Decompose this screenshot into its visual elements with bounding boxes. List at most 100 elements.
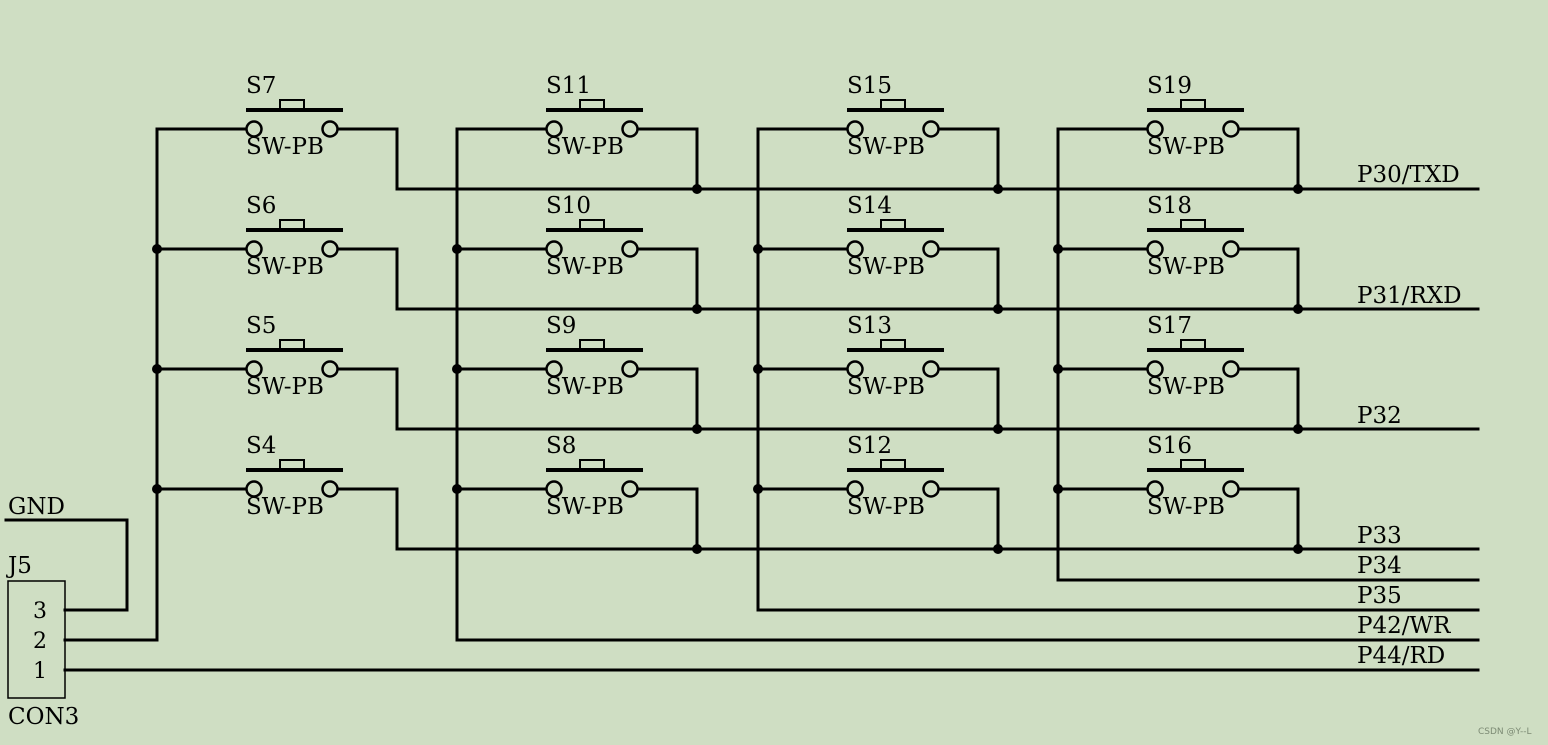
- connector-j5: J5 CON3 GND 3 2 1: [6, 494, 79, 730]
- switch-lead-right: [336, 487, 399, 551]
- connector-part: CON3: [8, 704, 79, 730]
- switch-lead-right: [937, 127, 1000, 191]
- switch-ref: S19: [1147, 73, 1192, 99]
- switch-pad: [1222, 360, 1240, 378]
- column-bus-1: [63, 127, 159, 642]
- junction-dot: [993, 544, 1003, 554]
- switch-part: SW-PB: [1147, 254, 1225, 280]
- switch-lead-right: [937, 367, 1000, 431]
- column-bus-4: [1056, 127, 1480, 582]
- junction-dot: [753, 364, 763, 374]
- switch-pad: [321, 120, 339, 138]
- net-label-col-2: P35: [1357, 583, 1402, 609]
- switch-pad: [1222, 240, 1240, 258]
- switch-cap: [579, 459, 605, 471]
- switch-part: SW-PB: [1147, 134, 1225, 160]
- switch-part: SW-PB: [847, 134, 925, 160]
- connector-body: [7, 580, 66, 699]
- switch-ref: S9: [546, 313, 576, 339]
- switch-pad: [846, 360, 864, 378]
- switch-pad: [1146, 480, 1164, 498]
- switch-part: SW-PB: [246, 134, 324, 160]
- switch-ref: S18: [1147, 193, 1192, 219]
- switch-part: SW-PB: [847, 494, 925, 520]
- switch-part: SW-PB: [546, 494, 624, 520]
- switch-pad: [846, 480, 864, 498]
- switch-pad: [1146, 120, 1164, 138]
- switch-pad: [245, 120, 263, 138]
- switch-cap: [579, 339, 605, 351]
- wires: [4, 127, 1480, 672]
- switch-array: S7SW-PBS6SW-PBS5SW-PBS4SW-PBS11SW-PBS10S…: [245, 73, 1244, 520]
- switch-cap: [880, 219, 906, 231]
- junction-dot: [1293, 184, 1303, 194]
- switch-pad: [1146, 240, 1164, 258]
- switch-lead-right: [937, 487, 1000, 551]
- switch-pad: [245, 480, 263, 498]
- switch-pad: [621, 360, 639, 378]
- switch-cap: [880, 339, 906, 351]
- junction-dot: [753, 484, 763, 494]
- switch-cap: [880, 459, 906, 471]
- switch-part: SW-PB: [546, 254, 624, 280]
- pin-1-label: 1: [33, 659, 47, 684]
- switch-pad: [321, 360, 339, 378]
- switch-lead-right: [937, 247, 1000, 311]
- junction-dot: [452, 244, 462, 254]
- switch-lead-right: [1237, 247, 1300, 311]
- net-label-row-4: P33: [1357, 523, 1402, 549]
- junction-dot: [1293, 544, 1303, 554]
- switch-lead-right: [336, 127, 399, 191]
- switch-pad: [245, 360, 263, 378]
- switch-pad: [545, 480, 563, 498]
- net-labels: P30/TXD P31/RXD P32 P33 P34 P35 P42/WR P…: [1357, 162, 1462, 669]
- switch-part: SW-PB: [546, 134, 624, 160]
- junction-dot: [152, 484, 162, 494]
- net-label-row-3: P32: [1357, 403, 1402, 429]
- switch-part: SW-PB: [847, 374, 925, 400]
- switch-lead-right: [1237, 127, 1300, 191]
- switch-pad: [1222, 480, 1240, 498]
- switch-cap: [1180, 459, 1206, 471]
- switch-ref: S13: [847, 313, 892, 339]
- connector-ref: J5: [6, 553, 32, 579]
- junction-dot: [753, 244, 763, 254]
- junction-dot: [692, 544, 702, 554]
- switch-part: SW-PB: [847, 254, 925, 280]
- gnd-wire: [4, 518, 129, 612]
- switch-pad: [621, 120, 639, 138]
- junction-dot: [1053, 364, 1063, 374]
- switch-ref: S5: [246, 313, 276, 339]
- watermark: CSDN @Y--L: [1478, 727, 1531, 737]
- switch-pad: [545, 120, 563, 138]
- switch-pad: [922, 120, 940, 138]
- column-bus-2: [455, 127, 1480, 642]
- switch-pad: [545, 240, 563, 258]
- switch-cap: [1180, 99, 1206, 111]
- junction-dot: [993, 184, 1003, 194]
- switch-pad: [321, 240, 339, 258]
- switch-cap: [279, 339, 305, 351]
- pin-3-label: 3: [33, 599, 47, 624]
- switch-part: SW-PB: [246, 494, 324, 520]
- switch-lead-right: [336, 367, 399, 431]
- switch-cap: [279, 99, 305, 111]
- switch-pad: [245, 240, 263, 258]
- net-label-col-1: P34: [1357, 553, 1402, 579]
- junction-dot: [1053, 244, 1063, 254]
- gnd-label: GND: [8, 494, 65, 520]
- switch-lead-right: [1237, 487, 1300, 551]
- switch-cap: [1180, 339, 1206, 351]
- switch-pad: [621, 480, 639, 498]
- net-label-col-4: P44/RD: [1357, 643, 1445, 669]
